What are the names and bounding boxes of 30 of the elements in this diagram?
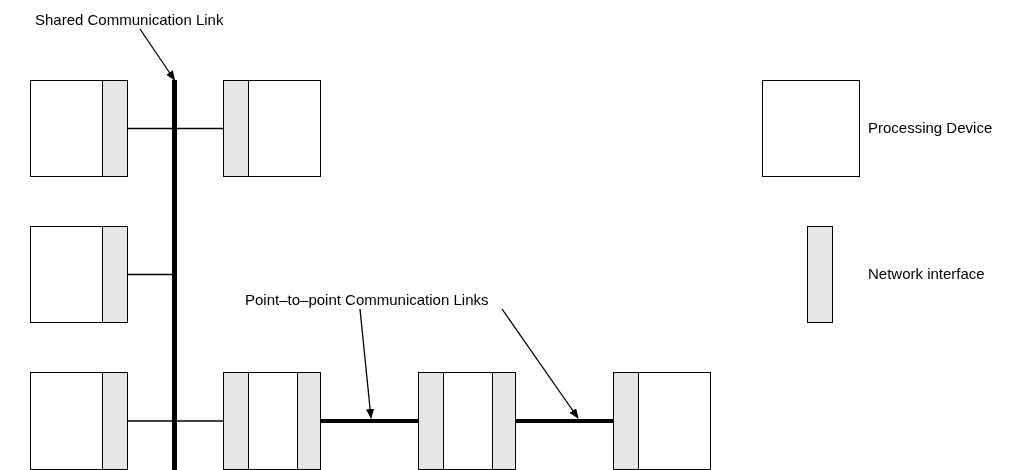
interface-bar bbox=[102, 226, 128, 323]
interface-bar bbox=[613, 372, 639, 470]
legend-label: Network interface bbox=[868, 265, 985, 283]
link-line bbox=[516, 419, 613, 423]
device-box bbox=[223, 80, 321, 177]
connector-line bbox=[127, 273, 173, 276]
leader-line bbox=[501, 308, 579, 419]
interface-bar bbox=[102, 372, 128, 470]
interface-bar bbox=[223, 80, 249, 177]
interface-bar bbox=[102, 80, 128, 177]
interface-bar bbox=[223, 372, 249, 470]
device-box bbox=[30, 80, 128, 177]
device-box bbox=[613, 372, 711, 470]
link-label: Point–to–point Communication Links bbox=[245, 291, 489, 309]
device-box bbox=[30, 372, 128, 470]
connector-line bbox=[127, 420, 173, 422]
leader-line bbox=[359, 308, 375, 419]
device-box bbox=[418, 372, 516, 470]
connector-line bbox=[176, 420, 224, 422]
device-box bbox=[30, 226, 128, 323]
link-line bbox=[321, 419, 418, 423]
leader-line bbox=[139, 28, 176, 81]
device-box bbox=[223, 372, 321, 470]
interface-bar bbox=[418, 372, 444, 470]
connector-line bbox=[176, 127, 224, 130]
interface-bar bbox=[297, 372, 321, 470]
connector-line bbox=[127, 127, 173, 130]
interface-bar bbox=[492, 372, 516, 470]
link-label: Shared Communication Link bbox=[35, 11, 224, 29]
legend-label: Processing Device bbox=[868, 119, 993, 137]
